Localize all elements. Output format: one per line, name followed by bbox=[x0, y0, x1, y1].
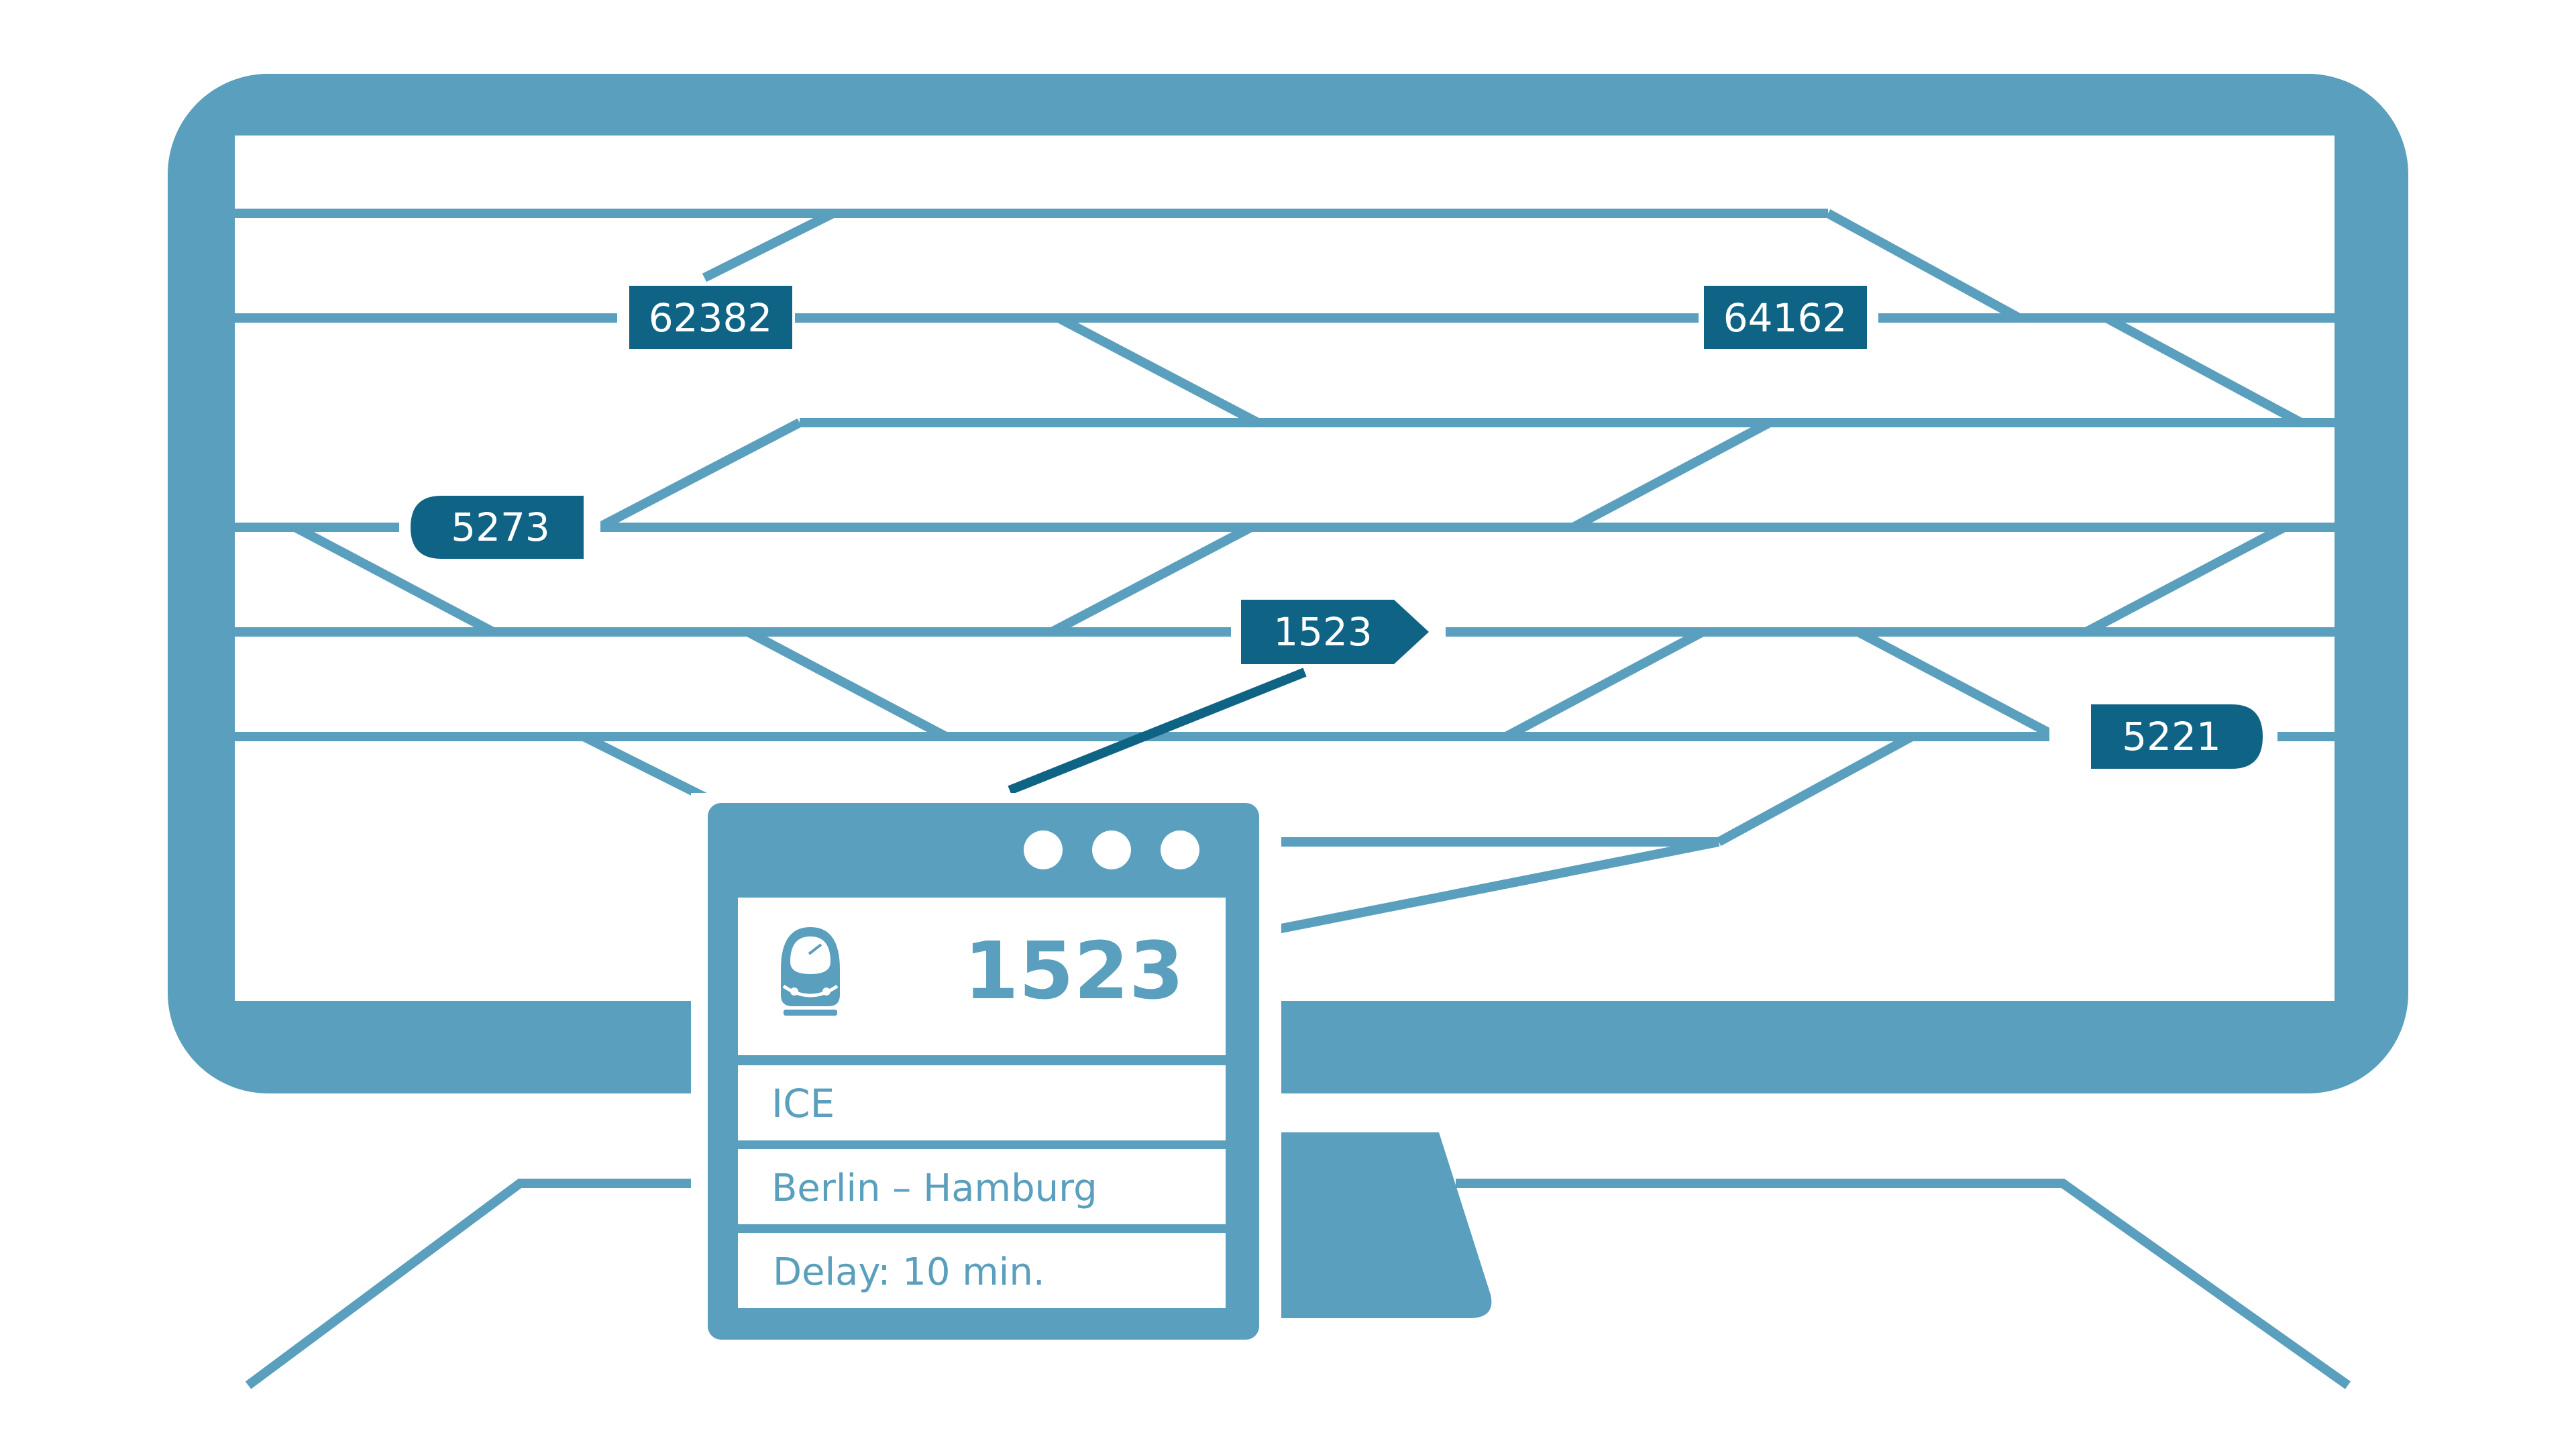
train-label-text: 62382 bbox=[649, 295, 773, 341]
train-label-bg bbox=[2091, 704, 2263, 769]
train-front-icon bbox=[781, 927, 840, 1016]
train-label-text: 5221 bbox=[2122, 714, 2221, 759]
train-label-5221[interactable]: 5221 bbox=[2049, 702, 2277, 771]
train-label-64162[interactable]: 64162 bbox=[1699, 283, 1878, 353]
track-switch bbox=[1825, 209, 2022, 323]
info-delay: Delay: 10 min. bbox=[773, 1250, 1045, 1294]
info-row-panel bbox=[738, 1149, 1226, 1224]
train-label-text: 64162 bbox=[1723, 295, 1847, 341]
train-labels: 62382 64162 5273 1523 5221 bbox=[399, 283, 2277, 771]
train-label-bg bbox=[411, 496, 584, 559]
track-switch bbox=[1056, 313, 1260, 427]
window-control-dot[interactable] bbox=[1024, 830, 1063, 869]
info-train-number: 1523 bbox=[964, 924, 1184, 1017]
track-switch bbox=[1716, 732, 1915, 847]
track-switch bbox=[581, 732, 720, 808]
track-switch bbox=[2104, 313, 2304, 427]
train-label-1523[interactable]: 1523 bbox=[1231, 597, 1446, 667]
monitor-stand bbox=[1278, 1132, 1492, 1318]
floor-lines bbox=[245, 1179, 2351, 1389]
train-label-text: 5273 bbox=[451, 504, 550, 550]
track-switch bbox=[1260, 837, 1720, 937]
train-label-bg bbox=[1704, 286, 1867, 349]
train-label-5273[interactable]: 5273 bbox=[399, 493, 600, 563]
floor-line-left bbox=[245, 1179, 691, 1389]
track-switch bbox=[2084, 523, 2287, 637]
info-window[interactable]: 1523 ICE Berlin – Hamburg Delay: 10 min. bbox=[691, 793, 1281, 1356]
window-control-dot[interactable] bbox=[1161, 830, 1199, 869]
train-label-bg bbox=[1241, 600, 1429, 664]
track-switch bbox=[596, 418, 802, 532]
track-switch bbox=[1503, 627, 1705, 741]
monitor bbox=[168, 74, 2408, 1093]
track-switch bbox=[702, 209, 836, 282]
train-label-62382[interactable]: 62382 bbox=[617, 283, 795, 353]
track-switch bbox=[292, 523, 496, 637]
info-route: Berlin – Hamburg bbox=[771, 1167, 1097, 1210]
track-switch bbox=[1856, 627, 2059, 741]
track-switch bbox=[745, 627, 949, 741]
track-switch bbox=[1049, 523, 1254, 637]
track-diagram bbox=[235, 209, 2334, 937]
train-label-text: 1523 bbox=[1273, 609, 1373, 655]
train-label-bg bbox=[629, 286, 792, 349]
track-switch bbox=[1570, 418, 1772, 532]
window-control-dot[interactable] bbox=[1092, 830, 1131, 869]
floor-line-right bbox=[1456, 1179, 2351, 1389]
monitor-screen bbox=[235, 136, 2334, 1001]
info-train-type: ICE bbox=[771, 1081, 835, 1126]
info-row-panel bbox=[738, 1233, 1226, 1308]
info-row-panel bbox=[738, 1065, 1226, 1140]
callout-pointer bbox=[1008, 667, 1307, 795]
